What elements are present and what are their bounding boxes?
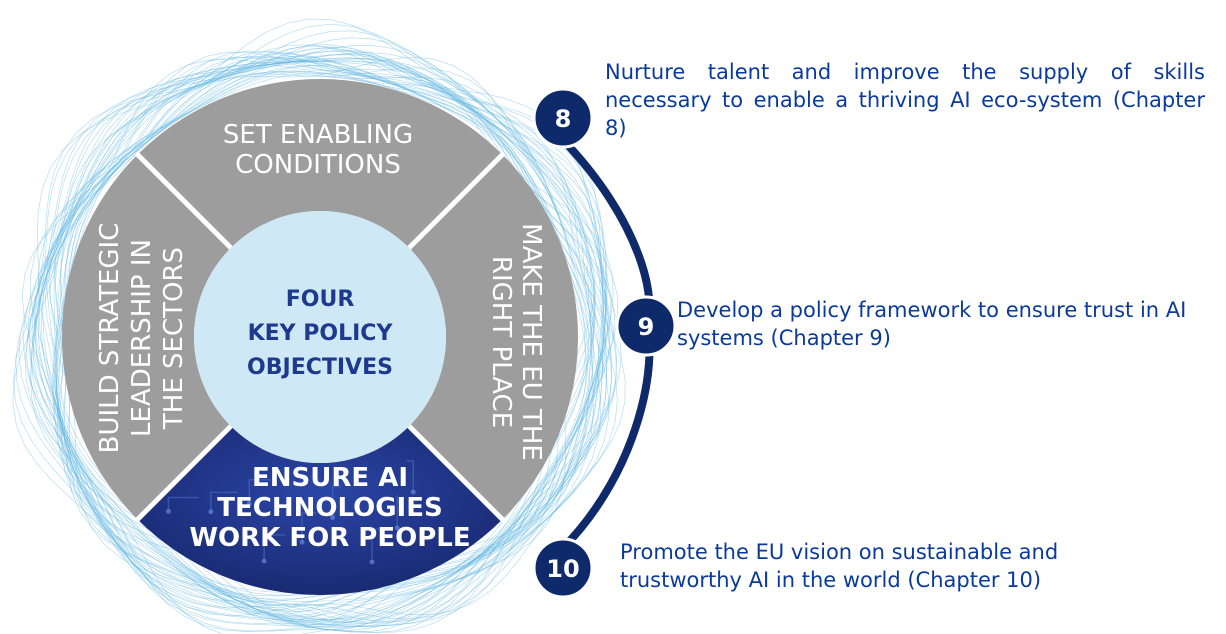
segment-divider	[407, 424, 506, 523]
wave-line	[32, 50, 608, 627]
circuit-node	[369, 559, 375, 565]
circuit-trace	[331, 485, 342, 518]
segment-divider	[134, 424, 233, 523]
wave-line	[13, 23, 618, 620]
wave-line	[53, 70, 593, 612]
wave-line	[37, 71, 596, 623]
segment-label-line: THE SECTORS	[159, 247, 189, 430]
wave-line	[26, 46, 612, 634]
wave-line	[38, 60, 607, 625]
wave-line	[56, 72, 586, 602]
segment-label-line: WORK FOR PEOPLE	[189, 523, 470, 553]
segment-label-line: MAKE THE EU THE	[516, 223, 546, 461]
wave-line	[25, 44, 617, 633]
wave-line	[42, 60, 605, 621]
circuit-node	[394, 525, 400, 531]
segment-dividers	[134, 151, 506, 523]
segment-label-line: TECHNOLOGIES	[217, 493, 442, 523]
segment-make-eu-right-place	[409, 154, 578, 520]
marker-9: 9	[615, 295, 677, 357]
marker-9-number: 9	[638, 313, 655, 341]
circuit-node	[330, 515, 336, 521]
wave-line	[55, 71, 589, 607]
wave-line	[55, 61, 595, 600]
segment-label-line: BUILD STRATEGIC	[95, 223, 125, 454]
wave-line	[55, 56, 609, 617]
wave-line	[28, 50, 607, 633]
wave-line	[52, 56, 600, 602]
circuit-trace	[167, 496, 200, 512]
segment-label-line: LEADERSHIP IN	[127, 239, 157, 437]
wave-line	[12, 18, 626, 617]
segment-label-line: RIGHT PLACE	[486, 256, 516, 428]
circuit-node	[410, 489, 416, 495]
marker-8: 8	[532, 87, 594, 149]
marker-9-description: Develop a policy framework to ensure tru…	[677, 298, 1187, 350]
circuit-node	[246, 501, 252, 507]
wave-line	[31, 53, 608, 631]
segment-label-right: MAKE THE EU THERIGHT PLACE	[486, 223, 546, 461]
wave-line	[30, 44, 622, 634]
segment-set-enabling-conditions	[137, 78, 503, 248]
wave-line	[53, 64, 587, 594]
segment-label-line: ENSURE AI	[252, 463, 408, 493]
marker-8-description: Nurture talent and improve the supply of…	[605, 60, 1205, 140]
center-label-line-2: KEY POLICY	[248, 321, 394, 346]
circuit-trace	[263, 534, 286, 562]
circuit-trace	[210, 491, 238, 512]
wave-line	[30, 47, 613, 627]
wave-line	[22, 45, 594, 624]
circuit-trace	[371, 528, 379, 563]
decorative-wave-lines	[12, 18, 626, 634]
wave-line	[34, 54, 604, 625]
circuit-trace	[248, 479, 271, 504]
segment-build-strategic-leadership	[62, 154, 231, 520]
marker-10-description: Promote the EU vision on sustainable and…	[620, 540, 1059, 592]
wave-line	[18, 37, 601, 624]
circuit-trace	[406, 459, 414, 493]
wave-line	[30, 67, 597, 627]
circuit-node	[261, 558, 267, 564]
circuit-pattern	[165, 459, 416, 565]
circuit-node	[208, 509, 214, 515]
center-label-line-3: OBJECTIVES	[247, 355, 393, 380]
segment-label-line: CONDITIONS	[235, 150, 401, 180]
center-disc	[194, 211, 446, 463]
segment-label-line: SET ENABLING	[223, 120, 413, 150]
circuit-trace	[301, 512, 317, 543]
circuit-node	[165, 508, 171, 514]
marker-10-number: 10	[546, 555, 579, 583]
marker-8-number: 8	[555, 105, 572, 133]
wave-line	[21, 56, 596, 631]
wave-line	[33, 58, 596, 621]
segment-divider	[407, 151, 506, 250]
segment-ensure-ai-work-for-people	[137, 426, 503, 595]
wave-line	[40, 60, 602, 620]
wave-line	[52, 59, 593, 597]
wave-line	[28, 52, 594, 623]
segment-label-left: BUILD STRATEGICLEADERSHIP INTHE SECTORS	[95, 223, 189, 454]
wave-line	[34, 57, 608, 629]
segment-divider	[134, 151, 233, 250]
wave-line	[30, 45, 617, 632]
circuit-node	[299, 539, 305, 545]
wave-line	[37, 57, 603, 623]
wave-line	[15, 30, 609, 623]
wave-line	[46, 70, 595, 618]
marker-10: 10	[532, 537, 594, 599]
wave-line	[55, 65, 589, 596]
center-label-line-1: FOUR	[286, 287, 355, 312]
